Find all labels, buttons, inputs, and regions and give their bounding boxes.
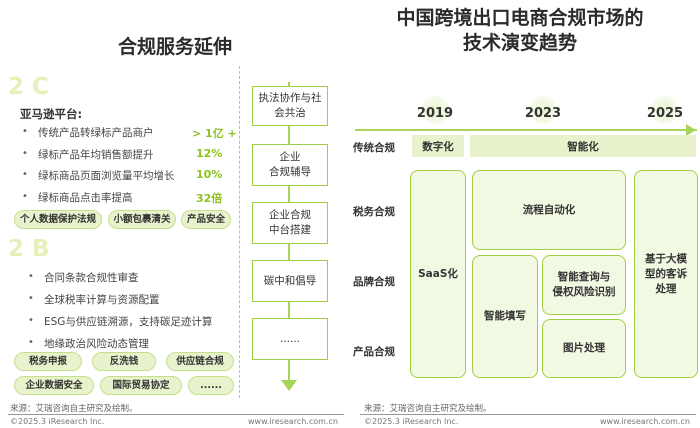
left-source: 来源：艾瑞咨询自主研究及绘制。	[10, 404, 138, 414]
box-text: 处理	[655, 282, 677, 295]
timeline-marker	[421, 96, 449, 124]
bullet: •	[28, 315, 34, 326]
flow-box-text: 企业	[279, 151, 301, 163]
tag-product-safety: 产品安全	[181, 210, 231, 229]
c-value-3: 10%	[196, 168, 223, 181]
c-value-4: 32倍	[196, 192, 223, 205]
header-digital: 数字化	[412, 135, 464, 157]
b-item-2: 全球税率计算与资源配置	[44, 294, 160, 306]
bullet: •	[28, 337, 34, 348]
left-title: 合规服务延伸	[117, 36, 232, 58]
right-url: www.iresearch.com.cn	[600, 417, 690, 426]
year-2019: 2019	[416, 106, 454, 121]
section-2b-label: 2 B	[8, 236, 50, 262]
bullet: •	[28, 271, 34, 282]
box-text: 侵权风险识别	[552, 286, 616, 298]
box-image-processing: 图片处理	[542, 319, 626, 378]
box-text: 型的客诉	[645, 267, 687, 280]
bullet: •	[22, 148, 28, 159]
bullet: •	[28, 293, 34, 304]
bullet: •	[22, 126, 28, 137]
c-item-3: 绿标商品页面浏览量平均增长	[38, 170, 175, 182]
right-title-line2: 技术演变趋势	[462, 32, 577, 54]
flow-box-text: ......	[279, 332, 301, 345]
right-title-line1: 中国跨境出口电商合规市场的	[396, 7, 644, 29]
box-process-automation: 流程自动化	[472, 170, 626, 250]
flow-box-text: 执法协作与社	[258, 92, 322, 104]
right-source: 来源：艾瑞咨询自主研究及绘制。	[364, 404, 492, 414]
year-2025: 2025	[646, 106, 684, 121]
flow-arrow-icon	[281, 380, 297, 391]
tag-tax-filing: 税务申报	[14, 352, 82, 371]
box-llm-complaints: 基于大模 型的客诉 处理	[634, 170, 698, 378]
c-item-4: 绿标商品点击率提高	[38, 192, 133, 204]
tag-data-security: 企业数据安全	[14, 376, 94, 395]
timeline-line	[355, 129, 697, 131]
bullet: •	[22, 169, 28, 180]
timeline-marker	[529, 96, 557, 124]
flow-box-more: ......	[252, 318, 328, 360]
timeline-marker	[651, 96, 679, 124]
box-saas: SaaS化	[410, 170, 466, 378]
left-url: www.iresearch.com.cn	[248, 417, 338, 426]
left-divider	[8, 414, 344, 415]
c-item-2: 绿标产品年均销售额提升	[38, 149, 154, 161]
right-copyright: ©2025.3 iResearch Inc.	[364, 417, 459, 426]
box-smart-query: 智能查询与 侵权风险识别	[542, 255, 626, 315]
row-product: 产品合规	[353, 346, 395, 358]
row-brand: 品牌合规	[353, 276, 395, 288]
row-tax: 税务合规	[353, 206, 395, 218]
flow-box-text: 中台搭建	[269, 224, 311, 236]
c-value-1: > 1亿 +	[192, 127, 237, 140]
box-smart-fill: 智能填写	[472, 255, 538, 378]
flow-box-text: 合规辅导	[269, 166, 311, 178]
tag-personal-data: 个人数据保护法规	[14, 210, 102, 229]
b-item-4: 地缘政治风险动态管理	[44, 338, 149, 350]
header-intelligent: 智能化	[470, 135, 696, 157]
section-2c-label: 2 C	[8, 74, 49, 100]
left-copyright: ©2025.3 iResearch Inc.	[10, 417, 105, 426]
tag-supply-chain: 供应链合规	[166, 352, 234, 371]
header-traditional: 传统合规	[353, 142, 395, 154]
tag-trade-agreement: 国际贸易协定	[100, 376, 182, 395]
box-text: 基于大模	[645, 252, 687, 265]
b-item-3: ESG与供应链溯源，支持碳足迹计算	[44, 316, 213, 328]
flow-box-text: 会共治	[274, 107, 306, 119]
tag-aml: 反洗钱	[92, 352, 156, 371]
box-text: 智能查询与	[557, 271, 611, 283]
flow-box-text: 企业合规	[269, 209, 311, 221]
year-2023: 2023	[524, 106, 562, 121]
right-title: 中国跨境出口电商合规市场的 技术演变趋势	[370, 6, 670, 56]
c-item-1: 传统产品转绿标产品商户	[38, 127, 154, 139]
amazon-platform-label: 亚马逊平台:	[20, 107, 83, 121]
flow-box-text: 碳中和倡导	[263, 274, 317, 287]
bullet: •	[22, 191, 28, 202]
flow-box-compliance-guidance: 企业 合规辅导	[252, 144, 328, 186]
flow-box-compliance-platform: 企业合规 中台搭建	[252, 202, 328, 244]
b-item-1: 合同条款合规性审查	[44, 272, 139, 284]
right-divider	[360, 414, 696, 415]
dashed-separator	[239, 66, 240, 398]
timeline-arrow-icon	[686, 124, 696, 136]
c-value-2: 12%	[196, 147, 223, 160]
flow-box-carbon-neutral: 碳中和倡导	[252, 260, 328, 302]
flow-box-law-enforcement: 执法协作与社 会共治	[252, 86, 328, 126]
tag-small-parcel: 小额包裹清关	[108, 210, 176, 229]
tag-more: ......	[188, 376, 234, 395]
